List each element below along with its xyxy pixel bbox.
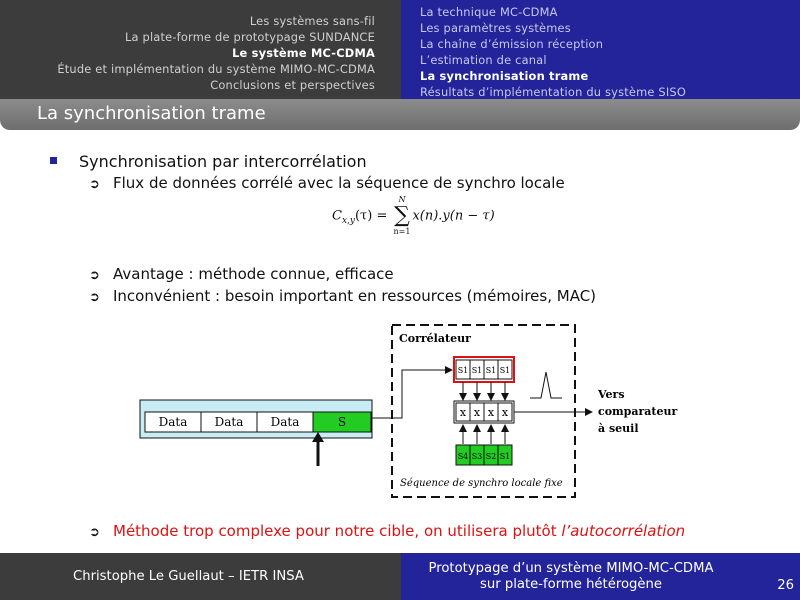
page-number: 26 — [777, 578, 794, 593]
data-block-label: Data — [215, 415, 244, 429]
subnav-item-resultats[interactable]: Résultats d’implémentation du système SI… — [420, 85, 686, 99]
local-seq-label: S3 — [472, 452, 483, 461]
formula-lhs-sub: x,y — [341, 216, 355, 227]
subnav-item-parametres[interactable]: Les paramètres systèmes — [420, 21, 571, 35]
footer-title-line: Prototypage d’un système MIMO-MC-CDMA — [428, 561, 714, 576]
sync-block — [312, 411, 372, 433]
arrow-bullet-icon: ➲ — [89, 290, 100, 305]
up-arrow-icon — [312, 432, 324, 442]
local-seq-label: S2 — [486, 452, 497, 461]
intercorrelation-formula: Cx,y(τ) = N ∑ n=1 x(n).y(n − τ) — [332, 195, 495, 237]
sequence-caption: Séquence de synchro locale fixe — [400, 478, 563, 489]
bullet-text: Flux de données corrélé avec la séquence… — [113, 174, 565, 192]
bullet-emphasis: l’autocorrélation — [561, 522, 686, 540]
footer-author: Christophe Le Guellaut – IETR INSA — [73, 569, 304, 584]
slide-title: La synchronisation trame — [37, 103, 266, 124]
register-cell-label: S1 — [472, 366, 483, 375]
arrow-bullet-icon: ➲ — [89, 525, 100, 540]
footer-title-panel: Prototypage d’un système MIMO-MC-CDMA su… — [401, 553, 800, 600]
subnav-item-estimation[interactable]: L’estimation de canal — [420, 53, 547, 67]
sum-lower: n=1 — [393, 227, 411, 236]
multiplier-cell — [497, 402, 513, 422]
bullet-text: Avantage : méthode connue, efficace — [113, 265, 394, 283]
sigma-icon: ∑ — [394, 203, 410, 228]
arrow-bullet-icon: ➲ — [89, 177, 100, 192]
correlator-box — [391, 324, 576, 498]
formula-lhs: C — [332, 208, 342, 224]
subsection-nav: La technique MC-CDMA Les paramètres syst… — [420, 4, 686, 100]
header-subsections-panel: La technique MC-CDMA Les paramètres syst… — [401, 0, 800, 99]
bullet-text: Inconvénient : besoin important en resso… — [113, 287, 597, 305]
feed-arrow — [372, 366, 453, 419]
register-cell — [497, 359, 513, 380]
local-seq-cell — [497, 444, 513, 466]
footer-title-line: sur plate-forme hétérogène — [480, 577, 662, 592]
register-cell-label: S1 — [500, 366, 511, 375]
footer-title: Prototypage d’un système MIMO-MC-CDMA su… — [401, 561, 741, 593]
section-nav: Les systèmes sans-fil La plate-forme de … — [57, 13, 375, 93]
nav-item-plate-forme[interactable]: La plate-forme de prototypage SUNDANCE — [124, 30, 375, 44]
bullet-text: Synchronisation par intercorrélation — [79, 152, 367, 171]
multiply-icon: x — [488, 406, 495, 419]
subnav-item-synchronisation[interactable]: La synchronisation trame — [420, 69, 589, 83]
multiply-icon: x — [460, 406, 467, 419]
register-cell-label: S1 — [458, 366, 469, 375]
formula-body: x(n).y(n − τ) — [412, 208, 495, 224]
header-sections-panel: Les systèmes sans-fil La plate-forme de … — [0, 0, 401, 99]
multiply-icon: x — [474, 406, 481, 419]
bullet-level2: ➲ Inconvénient : besoin important en ress… — [89, 287, 596, 305]
square-bullet-icon — [50, 157, 57, 164]
footer-author-panel: Christophe Le Guellaut – IETR INSA — [0, 553, 401, 600]
correlation-peak-icon — [530, 371, 562, 399]
subnav-item-technique[interactable]: La technique MC-CDMA — [420, 5, 558, 19]
data-block-label: Data — [271, 415, 300, 429]
sync-block-label: S — [338, 415, 346, 429]
nav-item-mimo-mc-cdma[interactable]: Étude et implémentation du système MIMO-… — [57, 62, 375, 76]
nav-item-systemes-sans-fil[interactable]: Les systèmes sans-fil — [249, 14, 375, 28]
bullet-text: Méthode trop complexe pour notre cible, … — [113, 522, 562, 540]
nav-item-conclusions[interactable]: Conclusions et perspectives — [210, 78, 375, 92]
sum-upper: N — [398, 195, 406, 204]
correlator-label: Corrélateur — [399, 332, 471, 345]
bullet-level1: Synchronisation par intercorrélation — [50, 152, 367, 171]
bullet-level2-warning: ➲ Méthode trop complexe pour notre cible,… — [89, 522, 685, 540]
local-seq-label: S1 — [500, 452, 511, 461]
slide-title-bar: La synchronisation trame — [0, 99, 800, 130]
register-cell-label: S1 — [486, 366, 497, 375]
multiply-icon: x — [502, 406, 509, 419]
arrow-bullet-icon: ➲ — [89, 268, 100, 283]
local-seq-label: S4 — [458, 452, 469, 461]
summation: N ∑ n=1 — [394, 195, 411, 237]
subnav-item-chaine[interactable]: La chaîne d’émission réception — [420, 37, 604, 51]
nav-item-mc-cdma[interactable]: Le système MC-CDMA — [232, 46, 375, 60]
formula-arg: (τ) = — [354, 208, 388, 224]
bullet-level2: ➲ Flux de données corrélé avec la séquenc… — [89, 174, 565, 192]
data-block-label: Data — [159, 415, 188, 429]
output-label: Vers comparateur à seuil — [597, 388, 681, 435]
bullet-level2: ➲ Avantage : méthode connue, efficace — [89, 265, 394, 283]
